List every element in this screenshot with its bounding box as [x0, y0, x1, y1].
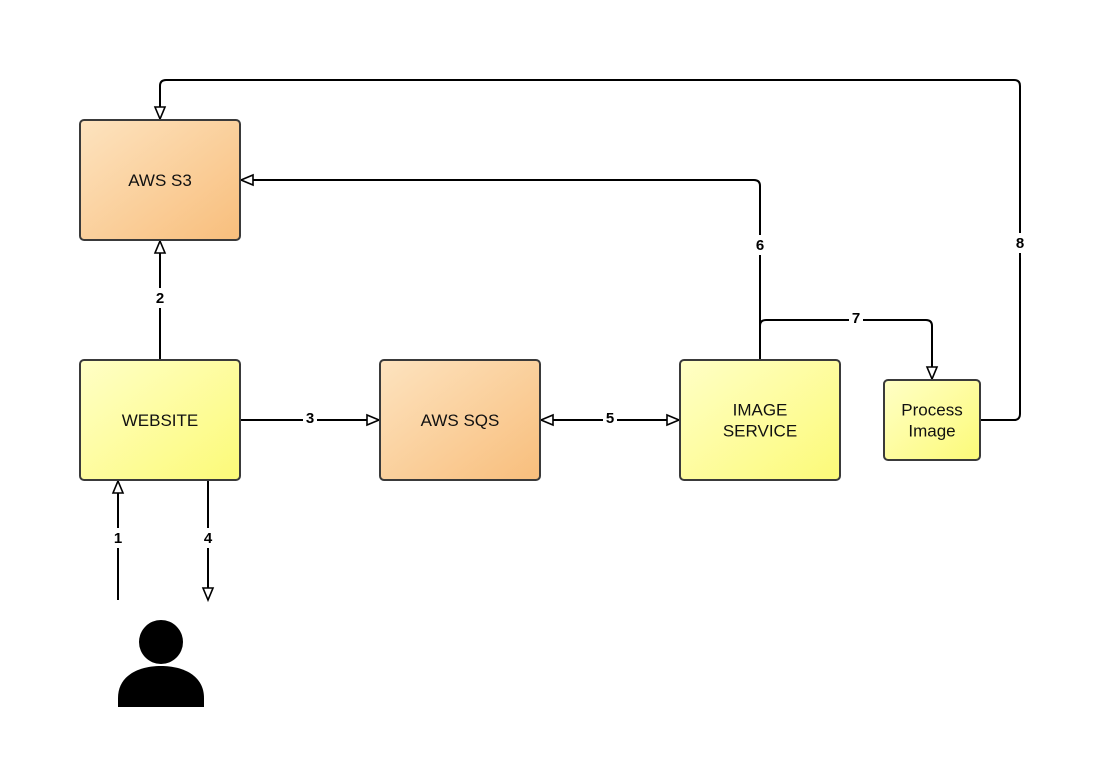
edge-3-label-bg [303, 408, 317, 428]
image-service-node: IMAGE SERVICE [679, 359, 841, 481]
edge-6 [238, 173, 761, 360]
edge-labels-layer: 1 2 3 4 5 6 7 8 [111, 233, 1027, 548]
edge-8-arrowhead [153, 106, 167, 122]
process-image-label-line-2: Image [908, 422, 955, 441]
edge-5-label-bg [603, 408, 617, 428]
process-image-label-line-1: Process [901, 401, 962, 420]
edge-7 [759, 319, 939, 382]
image-service-box [679, 359, 841, 481]
edge-8-label-group: 8 [1013, 233, 1027, 253]
edge-2-label-group: 2 [153, 288, 167, 308]
edge-4-label-group: 4 [201, 528, 215, 548]
website-label: WEBSITE [122, 411, 199, 430]
edge-6-line [241, 179, 761, 360]
edge-7-label-bg [849, 308, 863, 328]
process-image-box [883, 379, 981, 461]
edge-7-line [759, 319, 933, 379]
edge-8-label-bg [1013, 233, 1027, 253]
user-body [118, 666, 204, 707]
edge-5-arrowhead [666, 413, 682, 427]
aws-s3-label: AWS S3 [128, 171, 192, 190]
edge-4-label-bg [201, 528, 215, 548]
edge-1-label-group: 1 [111, 528, 125, 548]
image-service-label-line-1: IMAGE [733, 401, 788, 420]
edges-layer [111, 79, 1021, 603]
aws-s3-node: AWS S3 [79, 119, 241, 241]
edge-6-label-bg [753, 235, 767, 255]
aws-sqs-node: AWS SQS [379, 359, 541, 481]
edge-8-line [159, 79, 1021, 421]
user-icon [118, 620, 204, 707]
image-service-label-line-2: SERVICE [723, 422, 797, 441]
website-node: WEBSITE [79, 359, 241, 481]
edge-6-label-group: 6 [753, 235, 767, 255]
edge-6-arrowhead [238, 173, 254, 187]
edge-7-arrowhead [925, 366, 939, 382]
aws-sqs-label: AWS SQS [421, 411, 500, 430]
edge-4-arrowhead [201, 587, 215, 603]
aws-sqs-box [379, 359, 541, 481]
edge-1-label-bg [111, 528, 125, 548]
edge-3-label-group: 3 [303, 408, 317, 428]
edge-7-label-group: 7 [849, 308, 863, 328]
edge-3-arrowhead [366, 413, 382, 427]
edge-4-label: 4 [204, 530, 213, 547]
edge-2-label-bg [153, 288, 167, 308]
user-head [139, 620, 183, 664]
website-box [79, 359, 241, 481]
edge-5-label-group: 5 [603, 408, 617, 428]
edge-3-label: 3 [306, 410, 314, 427]
edge-1-arrowhead [111, 478, 125, 494]
edge-5-label: 5 [606, 410, 614, 427]
edge-1-label: 1 [114, 530, 122, 547]
edge-8-label: 8 [1016, 235, 1024, 252]
edge-2-label: 2 [156, 290, 164, 307]
aws-s3-box [79, 119, 241, 241]
edge-8 [153, 79, 1021, 421]
edge-7-label: 7 [852, 310, 860, 327]
edge-6-label: 6 [756, 237, 764, 254]
edge-5-arrowhead-start [538, 413, 554, 427]
edge-2-arrowhead [153, 238, 167, 254]
